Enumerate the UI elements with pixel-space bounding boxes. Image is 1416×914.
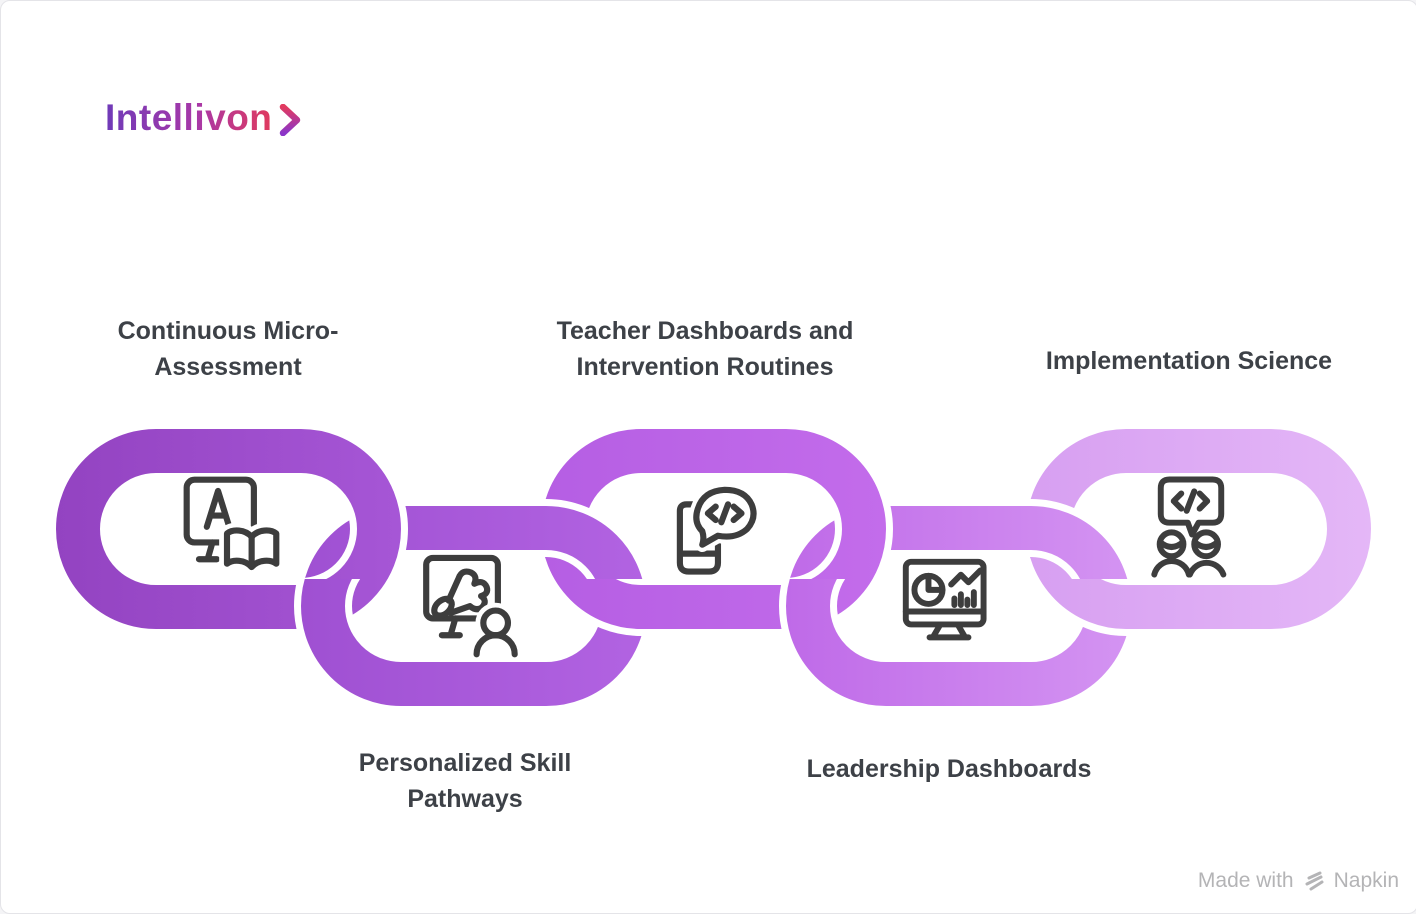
- napkin-logo-icon: [1305, 871, 1324, 891]
- chain-weave-1-2: [289, 491, 408, 579]
- label-line: Personalized Skill: [358, 749, 572, 777]
- label-line: Assessment: [154, 353, 302, 381]
- brand-logo-text: Intellivon: [105, 97, 273, 138]
- label-line: Teacher Dashboards and: [556, 317, 854, 345]
- teacher-dashboards-icon: [676, 482, 761, 575]
- label-line: Continuous Micro-: [117, 317, 339, 345]
- watermark-prefix: Made with: [1197, 869, 1294, 892]
- link-label-personalized-skill-pathways: Personalized Skill Pathways: [285, 745, 645, 817]
- link-label-continuous-micro-assessment: Continuous Micro- Assessment: [48, 313, 408, 385]
- made-with-napkin-watermark: Made with Napkin: [1198, 869, 1399, 893]
- label-line: Implementation Science: [1045, 347, 1333, 375]
- skill-pathways-icon: [423, 554, 523, 661]
- leadership-dashboards-icon: [902, 558, 987, 641]
- brand-logo: Intellivon: [105, 97, 303, 139]
- link-label-implementation-science: Implementation Science: [1009, 343, 1369, 379]
- chain-weave-3-4: [774, 491, 893, 579]
- implementation-science-icon: [1151, 476, 1227, 578]
- link-label-leadership-dashboards: Leadership Dashboards: [769, 751, 1129, 787]
- brand-chevron-icon: [280, 103, 301, 136]
- micro-assessment-icon: [183, 476, 283, 575]
- label-line: Pathways: [407, 785, 523, 813]
- label-line: Intervention Routines: [576, 353, 834, 381]
- link-label-teacher-dashboards: Teacher Dashboards and Intervention Rout…: [525, 313, 885, 385]
- label-line: Leadership Dashboards: [806, 755, 1092, 783]
- watermark-brand: Napkin: [1333, 869, 1399, 892]
